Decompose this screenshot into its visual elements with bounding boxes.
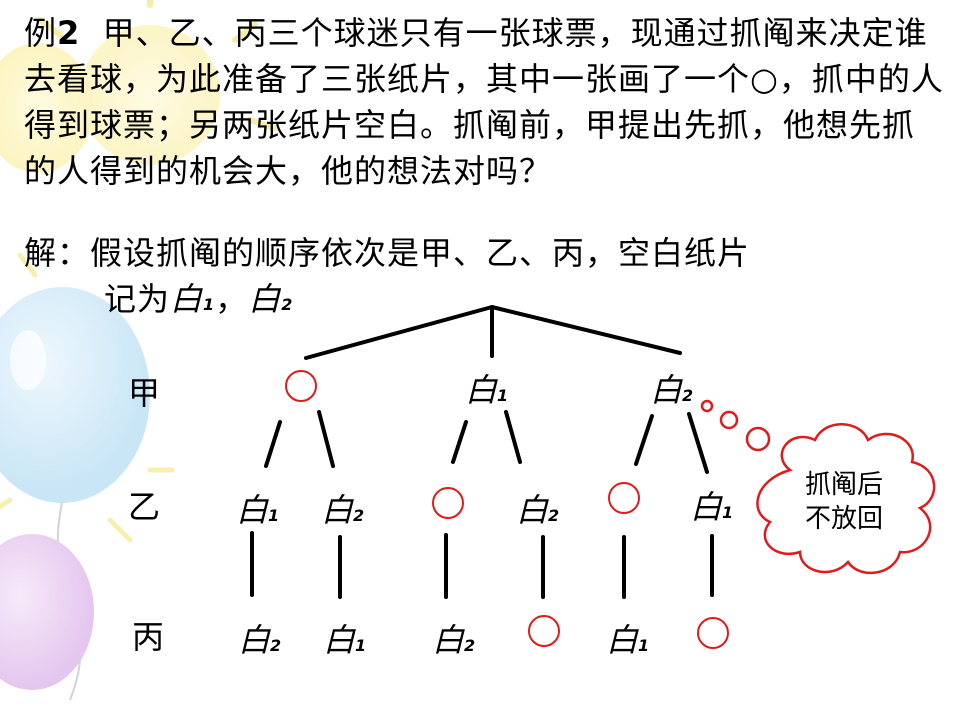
level1-node-1-circle bbox=[285, 370, 317, 402]
cloud-note-line-2: 不放回 bbox=[804, 504, 883, 534]
node-label: 白 bbox=[690, 488, 723, 526]
level1-node-3: 白2 bbox=[650, 365, 693, 411]
node-subscript: 2 bbox=[548, 506, 560, 525]
edge-a-1 bbox=[264, 420, 282, 468]
solution: 解：假设抓阄的顺序依次是甲、乙、丙，空白纸片 记为白1，白2 bbox=[24, 230, 944, 328]
node-subscript: 1 bbox=[638, 636, 650, 655]
cloud-note-line-1: 抓阄后 bbox=[804, 470, 883, 500]
solution-label: 解： bbox=[24, 234, 91, 272]
level2-node-1: 白1 bbox=[236, 485, 279, 531]
blank-1-label: 白 bbox=[170, 280, 204, 318]
node-subscript: 1 bbox=[355, 636, 367, 655]
level1-node-2: 白1 bbox=[465, 365, 508, 411]
node-subscript: 2 bbox=[682, 386, 694, 405]
thought-bubble-large bbox=[745, 426, 771, 452]
problem-text: 甲、乙、丙三个球迷只有一张球票，现通过抓阄来决定谁去看球，为此准备了三张纸片，其… bbox=[24, 14, 944, 190]
level3-node-1: 白2 bbox=[238, 615, 281, 661]
blank-2-label: 白 bbox=[248, 280, 282, 318]
node-subscript: 1 bbox=[497, 386, 509, 405]
node-label: 白 bbox=[238, 621, 271, 659]
row-label-bing: 丙 bbox=[132, 618, 165, 656]
example-number: 2 bbox=[57, 14, 81, 52]
level3-node-3: 白2 bbox=[432, 615, 475, 661]
sun-rays-decoration bbox=[0, 252, 175, 543]
notation-separator: ， bbox=[215, 280, 249, 318]
node-subscript: 2 bbox=[353, 506, 365, 525]
yellow-balloon-decoration bbox=[0, 43, 93, 173]
level2-node-6: 白1 bbox=[690, 482, 733, 528]
node-label: 白 bbox=[432, 621, 465, 659]
edge-root-a bbox=[304, 305, 494, 360]
example-label: 例 bbox=[24, 14, 58, 52]
level2-node-2: 白2 bbox=[321, 485, 364, 531]
solution-line-1: 解：假设抓阄的顺序依次是甲、乙、丙，空白纸片 bbox=[24, 230, 944, 276]
edge-b-2 bbox=[504, 410, 522, 464]
level2-node-4: 白2 bbox=[516, 485, 559, 531]
edge-c-2 bbox=[687, 412, 709, 474]
node-label: 白 bbox=[650, 371, 683, 409]
level3-node-5: 白1 bbox=[606, 615, 649, 661]
node-label: 白 bbox=[465, 371, 498, 409]
edge-a-2 bbox=[317, 410, 335, 468]
node-label: 白 bbox=[323, 621, 356, 659]
thought-bubble-medium bbox=[719, 410, 739, 430]
edge-c-1 bbox=[634, 414, 654, 466]
row-label-jia: 甲 bbox=[128, 374, 161, 412]
blue-balloon-decoration bbox=[0, 287, 150, 701]
row-label-yi: 乙 bbox=[128, 488, 161, 526]
cloud-note: 抓阄后 不放回 bbox=[784, 468, 904, 536]
level2-node-5-circle bbox=[608, 482, 640, 514]
sun-decoration bbox=[37, 0, 278, 165]
node-label: 白 bbox=[321, 491, 354, 529]
cloud-outline bbox=[756, 423, 936, 575]
blank-1-subscript: 1 bbox=[203, 295, 216, 314]
level2-node-3-circle bbox=[432, 487, 464, 519]
purple-balloon-decoration bbox=[0, 534, 94, 690]
solution-line-2: 记为白1，白2 bbox=[24, 276, 944, 328]
solution-assumption: 假设抓阄的顺序依次是甲、乙、丙，空白纸片 bbox=[90, 234, 751, 272]
node-label: 白 bbox=[606, 621, 639, 659]
level3-node-6-circle bbox=[697, 617, 729, 649]
node-label: 白 bbox=[236, 491, 269, 529]
node-subscript: 2 bbox=[464, 636, 476, 655]
node-subscript: 2 bbox=[270, 636, 282, 655]
problem-statement: 例2 甲、乙、丙三个球迷只有一张球票，现通过抓阄来决定谁去看球，为此准备了三张纸… bbox=[24, 10, 944, 194]
edge-b-1 bbox=[451, 420, 468, 464]
thought-bubble-small bbox=[700, 399, 714, 413]
level3-node-4-circle bbox=[528, 615, 560, 647]
edge-root-c bbox=[490, 305, 682, 355]
node-subscript: 1 bbox=[722, 503, 734, 522]
level3-node-2: 白1 bbox=[323, 615, 366, 661]
blank-2-subscript: 2 bbox=[281, 295, 294, 314]
notation-prefix: 记为 bbox=[104, 280, 171, 318]
thought-cloud bbox=[700, 399, 936, 575]
node-subscript: 1 bbox=[268, 506, 280, 525]
node-label: 白 bbox=[516, 491, 549, 529]
